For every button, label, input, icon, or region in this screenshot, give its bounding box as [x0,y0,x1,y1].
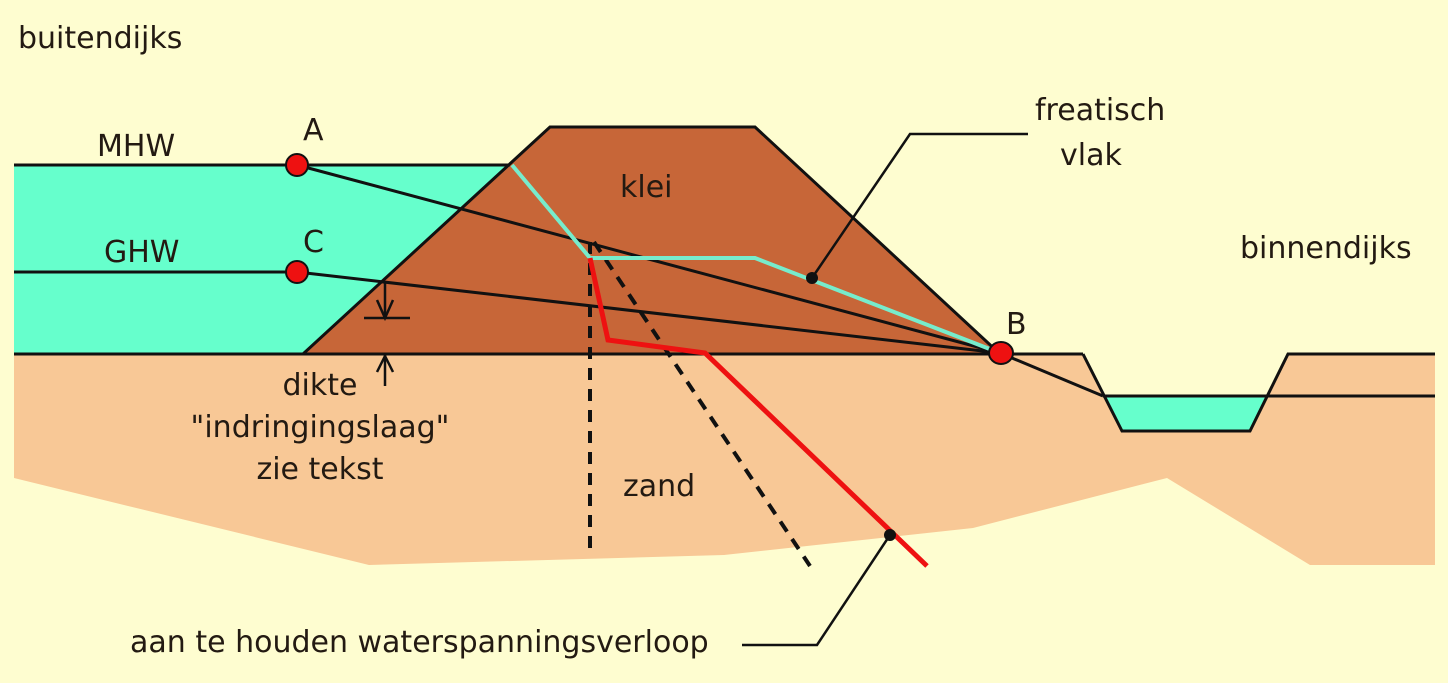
label-sand: zand [623,469,695,504]
label-point-b: B [1006,307,1027,342]
water-level-lines [14,163,1435,433]
diagonal-dashed-line [592,240,812,568]
point-b-marker [988,341,1014,365]
pressure-marker-dot [884,529,896,541]
label-thickness-2: "indringingslaag" [191,410,450,445]
outside-water [14,165,508,354]
line-c-b [296,270,1001,355]
label-point-c: C [303,225,324,260]
label-mhw: MHW [97,129,175,164]
label-phreatic-1: freatisch [1035,93,1165,128]
pressure-leader-line [742,534,892,647]
label-phreatic-2: vlak [1060,138,1122,173]
label-ghw: GHW [104,235,179,270]
phreatic-surface-line [510,163,1001,355]
ditch-water [1103,396,1268,431]
label-thickness-1: dikte [283,368,358,403]
label-thickness-3: zie tekst [256,452,383,487]
label-point-a: A [303,113,324,148]
pressure-profile-line [587,257,929,568]
label-clay: klei [620,170,673,205]
label-outside: buitendijks [18,21,182,56]
phreatic-marker-dot [806,272,818,284]
thickness-indicator [364,282,410,386]
phreatic-leader-line [810,132,1028,279]
point-a-marker [285,153,309,177]
ditch-outline [1081,352,1435,433]
arrow-up-icon [375,353,395,373]
sand-layer [14,354,1435,565]
label-inside: binnendijks [1240,231,1412,266]
line-b-ditch [999,351,1104,398]
label-pressure-profile: aan te houden waterspanningsverloop [130,625,709,660]
point-c-marker [285,260,309,284]
